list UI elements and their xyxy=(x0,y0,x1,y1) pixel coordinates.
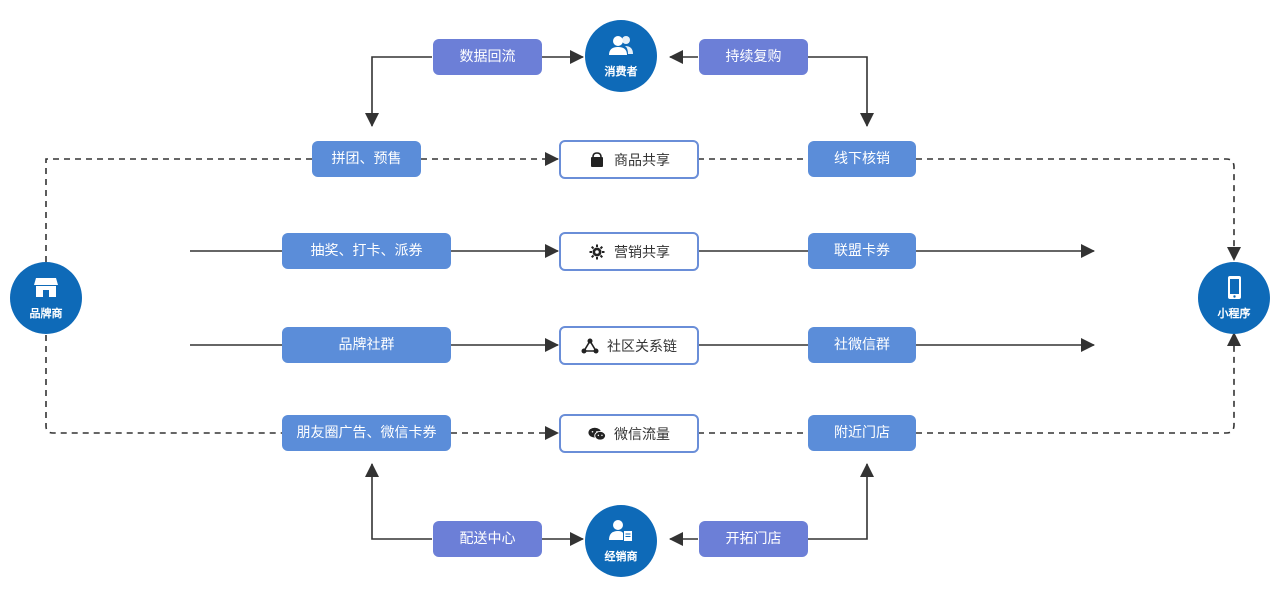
row3-center-box: 社区关系链 xyxy=(559,326,699,365)
gear-icon xyxy=(588,243,606,261)
top-left-connector xyxy=(365,56,432,127)
top-right-connector xyxy=(808,56,874,127)
row4-center-label: 微信流量 xyxy=(614,426,670,443)
brand-label: 品牌商 xyxy=(29,307,63,320)
users-icon xyxy=(609,36,633,55)
row1-to-miniprogram xyxy=(916,158,1241,261)
row3-right-pill: 社微信群 xyxy=(808,327,916,363)
brand-node: 品牌商 xyxy=(10,262,82,334)
row1-left-pill: 拼团、预售 xyxy=(312,141,421,177)
distribution-center-pill: 配送中心 xyxy=(433,521,542,557)
row1-center-label: 商品共享 xyxy=(614,152,670,169)
row1-left-dashed xyxy=(45,158,312,262)
row3-left-pill: 品牌社群 xyxy=(282,327,451,363)
expand-stores-pill: 开拓门店 xyxy=(699,521,808,557)
row4-center-box: 微信流量 xyxy=(559,414,699,453)
shopping-bag-icon xyxy=(588,151,606,169)
bottom-left-connector xyxy=(365,463,432,540)
repeat-purchase-pill: 持续复购 xyxy=(699,39,808,75)
user-document-icon xyxy=(609,520,632,541)
distributor-node: 经销商 xyxy=(585,505,657,577)
miniprogram-node: 小程序 xyxy=(1198,262,1270,334)
row3-center-label: 社区关系链 xyxy=(607,338,677,355)
row2-center-label: 营销共享 xyxy=(614,244,670,261)
network-icon xyxy=(581,337,599,355)
row4-to-miniprogram xyxy=(916,332,1241,434)
row4-left-pill: 朋友圈广告、微信卡券 xyxy=(282,415,451,451)
wechat-icon xyxy=(588,425,606,443)
row2-left-pill: 抽奖、打卡、派券 xyxy=(282,233,451,269)
data-return-pill: 数据回流 xyxy=(433,39,542,75)
row1-right-pill: 线下核销 xyxy=(808,141,916,177)
bottom-right-connector xyxy=(808,463,874,540)
smartphone-icon xyxy=(1228,276,1241,299)
consumer-label: 消费者 xyxy=(604,65,638,78)
distributor-label: 经销商 xyxy=(604,550,638,563)
row4-left-dashed xyxy=(45,335,282,434)
row2-right-pill: 联盟卡券 xyxy=(808,233,916,269)
consumer-node: 消费者 xyxy=(585,20,657,92)
row1-center-box: 商品共享 xyxy=(559,140,699,179)
storefront-icon xyxy=(34,278,58,297)
row4-right-pill: 附近门店 xyxy=(808,415,916,451)
miniprogram-label: 小程序 xyxy=(1217,307,1251,320)
row2-center-box: 营销共享 xyxy=(559,232,699,271)
